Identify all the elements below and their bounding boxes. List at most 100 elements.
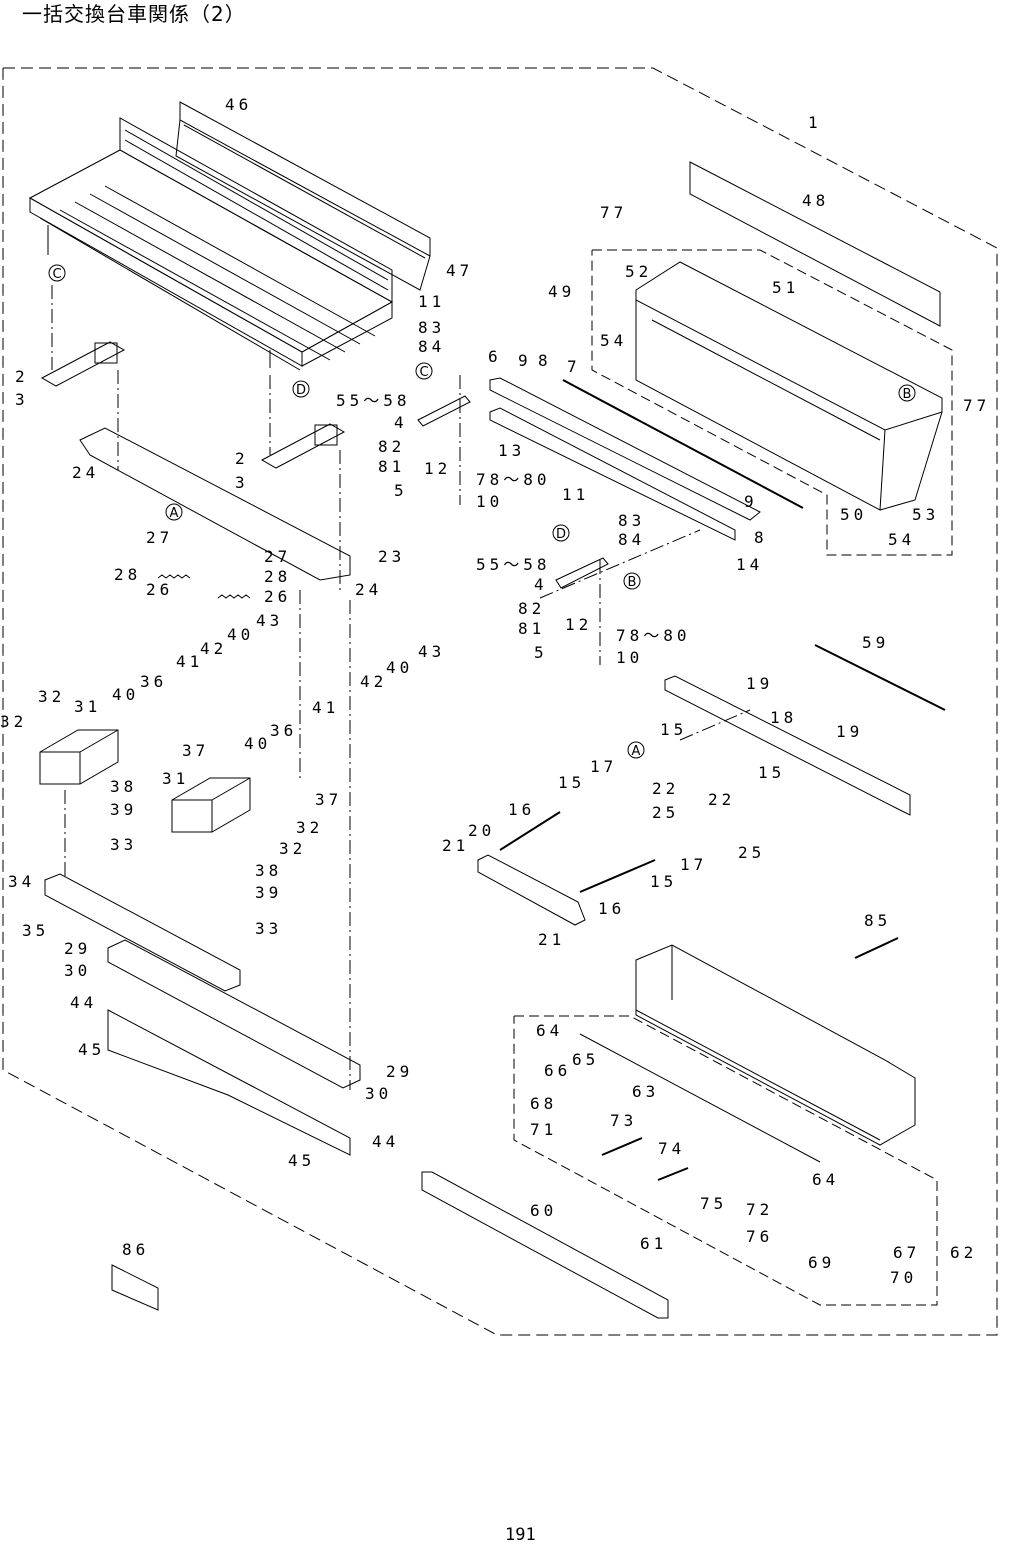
callout-21b: 21 (538, 930, 565, 949)
callout-10b: 10 (616, 648, 643, 667)
callout-29b: 29 (386, 1062, 413, 1081)
subassembly-49-box (591, 249, 953, 556)
part-16-rod-b (579, 859, 656, 893)
callout-30b: 30 (365, 1084, 392, 1103)
part-63-rod (579, 1033, 821, 1163)
marker-b-circle-2 (623, 572, 641, 590)
part-73-pin (601, 1137, 643, 1156)
carriage-frame (28, 117, 394, 371)
callout-28a: 28 (114, 565, 141, 584)
callout-64b: 64 (812, 1170, 839, 1189)
callout-7: 7 (567, 357, 581, 376)
callout-27a: 27 (146, 528, 173, 547)
callout-9b: 9 (744, 492, 758, 511)
callout-86: 86 (122, 1240, 149, 1259)
part-2-linear-rail-b (260, 423, 346, 469)
part-85-rod (854, 937, 899, 959)
callout-47: 47 (446, 261, 473, 280)
callout-12: 12 (424, 459, 451, 478)
part-28-spring-b (217, 594, 251, 599)
part-7-rod (562, 379, 804, 509)
callout-32b: 32 (0, 712, 27, 731)
callout-59: 59 (862, 633, 889, 652)
callout-33b: 33 (255, 919, 282, 938)
part-59-strip (814, 644, 946, 711)
callout-26a: 26 (146, 580, 173, 599)
part-31-slide-block-b (171, 777, 251, 833)
marker-d-1: D (296, 383, 306, 398)
callout-36b: 36 (270, 721, 297, 740)
part-86-label (111, 1264, 159, 1311)
callout-55-58b: 55～58 (476, 555, 551, 574)
callout-42b: 42 (360, 672, 387, 691)
marker-c-circle-1 (48, 264, 66, 282)
callout-40a: 40 (227, 625, 254, 644)
callout-1: 1 (808, 113, 822, 132)
callout-24b: 24 (355, 580, 382, 599)
callout-11b: 11 (562, 485, 589, 504)
callout-15d: 15 (650, 872, 677, 891)
callout-43b: 43 (418, 642, 445, 661)
callout-32c: 32 (296, 818, 323, 837)
callout-25b: 25 (738, 843, 765, 862)
callout-40d: 40 (244, 734, 271, 753)
part-6-rail (489, 377, 761, 541)
alignment-lines (51, 285, 751, 1090)
callout-34: 34 (8, 872, 35, 891)
part-48-cover (689, 161, 941, 327)
callout-39b: 39 (255, 883, 282, 902)
callout-6: 6 (488, 347, 502, 366)
callout-39a: 39 (110, 800, 137, 819)
callout-83b: 83 (618, 511, 645, 530)
callout-54: 54 (600, 331, 627, 350)
callout-13: 13 (498, 441, 525, 460)
callout-40c: 40 (386, 658, 413, 677)
part-16-rod-a (499, 811, 561, 851)
callout-64a: 64 (536, 1021, 563, 1040)
callout-77b: 77 (963, 396, 990, 415)
callout-4b: 4 (534, 575, 548, 594)
part-60-cover (421, 1171, 669, 1319)
callout-85: 85 (864, 911, 891, 930)
callout-37a: 37 (182, 741, 209, 760)
callout-18: 18 (770, 708, 797, 727)
callout-45b: 45 (288, 1151, 315, 1170)
callout-19b: 19 (836, 722, 863, 741)
marker-c-2: C (419, 365, 428, 380)
callout-71: 71 (530, 1120, 557, 1139)
part-46-cover (175, 101, 431, 291)
callout-84b: 84 (618, 530, 645, 549)
callout-81b: 81 (518, 619, 545, 638)
marker-c-1: C (52, 267, 61, 282)
callout-8: 8 (538, 351, 552, 370)
callout-51: 51 (772, 278, 799, 297)
part-28-spring-a (157, 574, 191, 579)
part-18-angle (664, 675, 911, 816)
callout-44a: 44 (70, 993, 97, 1012)
callout-35: 35 (22, 921, 49, 940)
callout-16b: 16 (598, 899, 625, 918)
callout-17a: 17 (590, 757, 617, 776)
callout-65: 65 (572, 1050, 599, 1069)
marker-b-2: B (628, 575, 637, 590)
callout-78-80: 78～80 (476, 470, 551, 489)
callout-15a: 15 (660, 720, 687, 739)
callout-19a: 19 (746, 674, 773, 693)
callout-3a: 3 (15, 390, 29, 409)
marker-a-circle-2 (627, 741, 645, 759)
callout-41a: 41 (176, 652, 203, 671)
part-63-box (635, 944, 916, 1146)
callout-42a: 42 (200, 639, 227, 658)
callout-5: 5 (394, 481, 408, 500)
callout-74: 74 (658, 1139, 685, 1158)
callout-63: 63 (632, 1082, 659, 1101)
callout-41b: 41 (312, 698, 339, 717)
marker-b-1: B (903, 387, 912, 402)
callout-61: 61 (640, 1234, 667, 1253)
callout-40b: 40 (112, 685, 139, 704)
part-23-bracket-plate (79, 427, 351, 581)
callout-10: 10 (476, 492, 503, 511)
callout-31a: 31 (74, 697, 101, 716)
marker-b-circle-1 (898, 384, 916, 402)
